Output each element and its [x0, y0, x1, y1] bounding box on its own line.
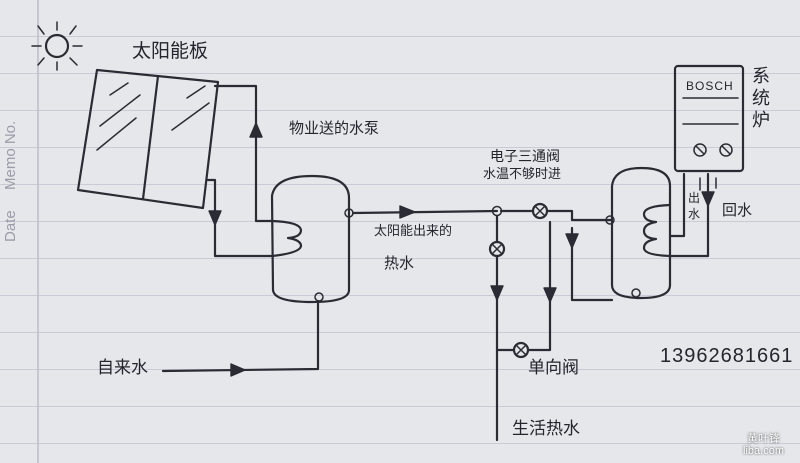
- tap-water-label: 自来水: [97, 358, 148, 378]
- solar-output-label-line2: 热水: [384, 254, 415, 272]
- boiler-label: 系统炉: [752, 66, 770, 131]
- outflow-label: 出水: [688, 191, 701, 221]
- valve-label-line2: 水温不够时进: [483, 167, 562, 182]
- boiler-storage-tank: [610, 166, 672, 300]
- domestic-hot-water-label: 生活热水: [512, 419, 580, 439]
- phone-number: 13962681661: [660, 345, 794, 367]
- flow-arrow-down: [208, 210, 222, 226]
- solar-panel-label: 太阳能板: [132, 40, 209, 62]
- memo-number-label: Memo No.: [2, 120, 19, 190]
- date-label: Date: [2, 210, 19, 242]
- solar-panel: [76, 68, 220, 210]
- valve-label-line1: 电子三通阀: [490, 149, 560, 165]
- watermark-site: liba.com: [743, 445, 784, 457]
- three-way-valve: [531, 202, 549, 220]
- boiler-brand-label: BOSCH: [686, 79, 734, 93]
- tap-water-pipe: [161, 299, 320, 373]
- boiler-outflow-pipe: [668, 172, 686, 238]
- watermark-name: 黄叶锋: [747, 433, 781, 445]
- flow-arrow-up: [249, 122, 263, 138]
- check-valve-icon: [512, 341, 530, 359]
- solar-output-label-line1: 太阳能出来的: [374, 224, 453, 239]
- watermark: 黄叶锋 liba.com: [743, 433, 784, 457]
- bypass-valve: [488, 240, 506, 258]
- solar-storage-tank: [270, 174, 354, 304]
- flow-arrow-right: [399, 205, 416, 219]
- wall-boiler: [673, 64, 745, 173]
- pump-label: 物业送的水泵: [289, 119, 380, 137]
- solar-output-pipe: [351, 209, 499, 215]
- check-valve-label: 单向阀: [528, 358, 579, 378]
- sun-icon: [31, 21, 83, 71]
- tank-return-pipe: [570, 226, 614, 302]
- return-water-label: 回水: [722, 201, 753, 219]
- collector-supply-pipe: [213, 84, 274, 223]
